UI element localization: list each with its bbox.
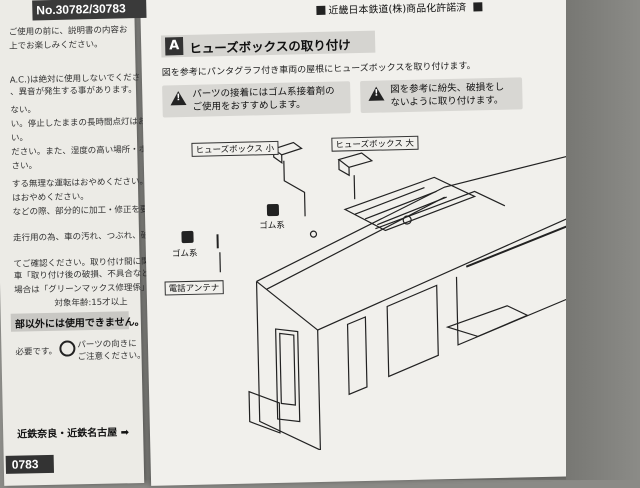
license-notice: 近畿日本鉄道(株)商品化許諾済: [316, 0, 485, 17]
label-fusebox-large: ヒューズボックス 大: [331, 135, 419, 152]
train-roof-diagram: [216, 141, 580, 451]
left-text-line: い。: [10, 133, 29, 144]
glue-icon: [266, 203, 280, 217]
left-text-line: 上でお楽しみください。: [8, 39, 103, 52]
header-bar: No.30782/30783 近畿日本鉄道(株)商品化許諾済: [32, 0, 572, 21]
license-text: 近畿日本鉄道(株)商品化許諾済: [328, 2, 467, 17]
orientation-note: ご注意ください。: [77, 350, 146, 363]
label-glue: ゴム系: [259, 220, 285, 232]
section-title: ヒューズボックスの取り付け: [189, 37, 351, 56]
usage-strip-text: 部以外には使用できません。: [14, 316, 145, 331]
route-label: 近鉄奈良・近鉄名古屋 ➡: [17, 427, 130, 441]
warning-text: 図を参考に紛失、破損をし ないように取り付けます。: [390, 81, 505, 110]
warning-text: パーツの接着にはゴム系接着剤の ご使用をおすすめします。: [192, 85, 335, 114]
label-fusebox-small: ヒューズボックス 小: [191, 140, 279, 157]
glue-icon: [181, 230, 194, 244]
left-product-number: 0783: [5, 454, 54, 474]
left-text-line: はおやめください。: [12, 192, 89, 204]
section-letter: A: [164, 37, 184, 56]
left-text-line: 場合は「グリーンマックス修理係」で: [14, 282, 159, 296]
label-glue: ゴム系: [171, 248, 198, 260]
left-text-line: ご使用の前に、説明書の内容お: [8, 25, 128, 38]
square-bullet-icon: [473, 2, 483, 12]
age-notice: 対象年齢:15才以上: [54, 297, 128, 309]
warning-line: ご使用をおすすめします。: [192, 99, 306, 113]
square-bullet-icon: [316, 5, 326, 16]
warning-icon: [368, 86, 385, 101]
section-intro: 図を参考にパンタグラフ付き車両の屋根にヒューズボックスを取り付けます。: [161, 61, 476, 79]
left-text-line: ない。: [10, 105, 37, 116]
main-instruction-sheet: No.30782/30783 近畿日本鉄道(株)商品化許諾済 A ヒューズボック…: [32, 0, 584, 486]
rotate-icon: [59, 340, 76, 357]
warning-line: ないように取り付けます。: [390, 94, 504, 109]
product-number: No.30782/30783: [32, 0, 147, 21]
label-antenna: 電話アンテナ: [164, 280, 224, 296]
section-header: A ヒューズボックスの取り付け: [160, 30, 376, 58]
usage-strip: 部以外には使用できません。: [10, 311, 145, 332]
note-required: 必要です。: [15, 346, 58, 358]
left-text-line: 、異音が発生する事があります。: [9, 85, 137, 98]
background-paper-edge: [566, 0, 640, 480]
warning-icon: [170, 90, 187, 106]
left-text-line: さい。: [11, 161, 38, 172]
warning-box-loss: 図を参考に紛失、破損をし ないように取り付けます。: [360, 77, 523, 114]
warning-box-glue: パーツの接着にはゴム系接着剤の ご使用をおすすめします。: [162, 81, 351, 118]
left-instruction-sheet: ご使用の前に、説明書の内容お 上でお楽しみください。 A.C.)は絶対に使用しな…: [0, 0, 183, 486]
